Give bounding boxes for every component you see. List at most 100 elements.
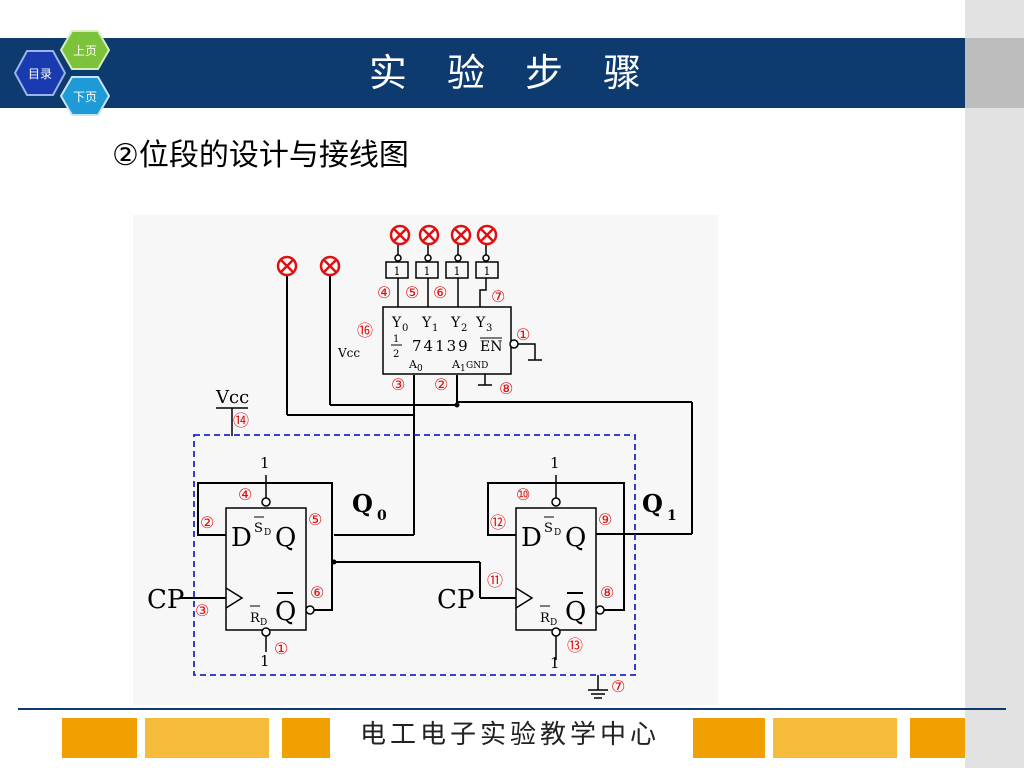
- pin-number: ①: [274, 639, 288, 658]
- chip-y3-sub: 3: [486, 323, 492, 334]
- chip-a1: A: [451, 358, 461, 371]
- next-hex-icon: [59, 76, 111, 116]
- ff1-rd-label: R: [540, 611, 551, 626]
- pin-number: ⑨: [598, 510, 612, 529]
- prev-page-button[interactable]: 上页: [59, 30, 111, 70]
- buffer-gate-1: [385, 261, 409, 279]
- buffer-gate-4: [475, 261, 499, 279]
- pin-number: ③: [391, 375, 405, 394]
- ff1-q-label: Q: [565, 523, 586, 553]
- q0-output-sub: 0: [377, 508, 387, 524]
- buffer-gate-3: [445, 261, 469, 279]
- pin-number: ②: [200, 513, 214, 532]
- ff0-feedback: [197, 482, 333, 611]
- chip-fraction-bottom: 2: [393, 349, 399, 360]
- pin-number: ⑪: [487, 571, 503, 590]
- ff0-qbar-label: Q: [275, 597, 296, 627]
- chip-a0: A: [408, 358, 418, 371]
- gate-label: 1: [484, 265, 491, 278]
- q1-output-label: Q: [642, 489, 663, 518]
- ff0-rd-sub: D: [260, 618, 267, 628]
- lamp-icon: [319, 255, 341, 277]
- ff1-set-level: 1: [550, 454, 560, 472]
- ff0-q-label: Q: [275, 523, 296, 553]
- cp1-label: CP: [437, 585, 474, 615]
- footer-orange-block: [62, 718, 137, 758]
- footer-orange-block: [910, 718, 965, 758]
- section-subtitle: ②位段的设计与接线图: [112, 138, 409, 173]
- pin-number: ⑤: [405, 283, 419, 302]
- menu-hex-icon: [13, 50, 67, 96]
- lamp-icon: [450, 224, 472, 246]
- next-page-label: 下页: [72, 89, 97, 104]
- ff1-qbar-label: Q: [565, 597, 586, 627]
- lamp-icon: [276, 255, 298, 277]
- pin-number: ②: [434, 375, 448, 394]
- q0-output-label: Q: [352, 489, 373, 518]
- ff0-rd-label: R: [250, 611, 261, 626]
- prev-hex-icon: [59, 30, 111, 70]
- lamp-icon: [476, 224, 498, 246]
- ff0-set-level: 1: [260, 454, 270, 472]
- footer-orange-block: [693, 718, 765, 758]
- flipflop-group-dashed-box: [193, 434, 636, 676]
- chip-y2-sub: 2: [461, 323, 467, 334]
- pin-number: ⑧: [499, 379, 513, 398]
- menu-button[interactable]: 目录: [13, 50, 67, 96]
- chip-vcc: Vcc: [337, 346, 360, 360]
- cp0-label: CP: [147, 585, 184, 615]
- pin-number: ④: [238, 485, 252, 504]
- chip-a0-sub: 0: [417, 364, 423, 374]
- chip-fraction-top: 1: [393, 334, 399, 345]
- ff0-sd-label: S: [254, 521, 263, 536]
- gate-label: 1: [424, 265, 431, 278]
- footer-orange-block: [145, 718, 269, 758]
- ff0-d-label: D: [231, 523, 252, 553]
- chip-y2: Y: [450, 315, 461, 331]
- chip-name: 74139: [412, 337, 470, 355]
- footer-text: 电工电子实验教学中心: [360, 720, 661, 750]
- gate-label: 1: [394, 265, 401, 278]
- ff1-sd-label: S: [544, 521, 553, 536]
- lamp-icon: [418, 224, 440, 246]
- chip-gnd: GND: [466, 361, 488, 371]
- chip-y3: Y: [475, 315, 486, 331]
- pin-number: ⑥: [433, 283, 447, 302]
- prev-page-label: 上页: [72, 43, 97, 58]
- pin-number: ①: [516, 325, 530, 344]
- pin-number: ⑦: [491, 287, 505, 306]
- footer-divider: [18, 708, 1006, 710]
- lamp-icon: [389, 224, 411, 246]
- pin-number: ⑥: [310, 583, 324, 602]
- pin-number: ⑦: [611, 677, 625, 696]
- ff1-sd-sub: D: [554, 528, 561, 538]
- right-strip-band: [965, 38, 1024, 108]
- pin-number: ⑭: [233, 411, 249, 430]
- ff1-d-label: D: [521, 523, 542, 553]
- title-bar: [0, 38, 965, 108]
- gate-label: 1: [454, 265, 461, 278]
- pin-number: ⑤: [308, 510, 322, 529]
- chip-y1: Y: [421, 315, 432, 331]
- next-page-button[interactable]: 下页: [59, 76, 111, 116]
- pin-number: ④: [377, 283, 391, 302]
- ff1-clock-icon: [515, 587, 534, 609]
- vcc-label: Vcc: [215, 387, 249, 408]
- footer-orange-block: [282, 718, 330, 758]
- chip-y1-sub: 1: [432, 323, 438, 334]
- chip-en: EN: [480, 339, 502, 355]
- wiring-diagram-panel: [133, 215, 718, 705]
- pin-number: ⑩: [516, 485, 530, 504]
- ff0-clock-icon: [225, 587, 244, 609]
- ff0-reset-level: 1: [260, 652, 270, 670]
- chip-y0: Y: [391, 315, 402, 331]
- q1-output-sub: 1: [667, 508, 677, 524]
- chip-y0-sub: 0: [402, 323, 408, 334]
- pin-number: ⑯: [357, 321, 373, 340]
- page-title: 实 验 步 骤: [368, 51, 656, 95]
- ff1-reset-level: 1: [550, 654, 560, 672]
- pin-number: ③: [195, 601, 209, 620]
- pin-number: ⑧: [600, 583, 614, 602]
- ff0-sd-sub: D: [264, 528, 271, 538]
- pin-number: ⑬: [567, 636, 583, 655]
